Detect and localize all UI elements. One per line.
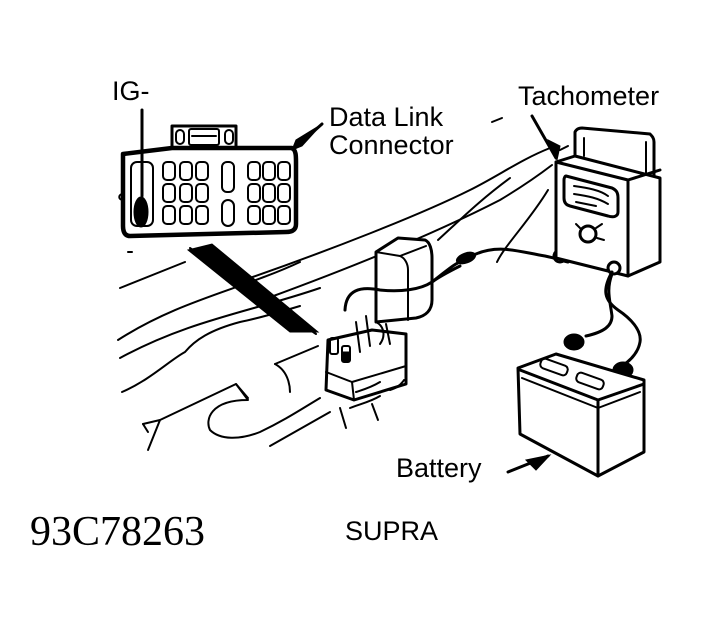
location-arrow — [186, 243, 320, 335]
ig-minus-label: IG- — [112, 76, 150, 106]
battery-illustration — [516, 352, 646, 478]
data-link-label-line2: Connector — [329, 129, 454, 160]
model-label: SUPRA — [345, 516, 439, 546]
battery-lead-wires — [563, 270, 642, 379]
engine-bay-lines — [117, 117, 553, 451]
data-link-arrow — [291, 122, 324, 151]
data-link-label-line1: Data Link — [329, 102, 444, 132]
battery-arrow — [506, 454, 552, 474]
data-link-connector-illustration — [118, 108, 299, 239]
data-link-connector-label: Data Link Connector — [329, 102, 454, 160]
tachometer-arrow — [530, 114, 569, 162]
figure-code: 93C78263 — [30, 509, 206, 555]
tachometer-illustration — [554, 126, 662, 278]
battery-label: Battery — [396, 453, 482, 483]
check-connector-illustration — [324, 236, 462, 429]
tach-lead-wire — [430, 247, 570, 284]
tachometer-label: Tachometer — [518, 81, 660, 111]
